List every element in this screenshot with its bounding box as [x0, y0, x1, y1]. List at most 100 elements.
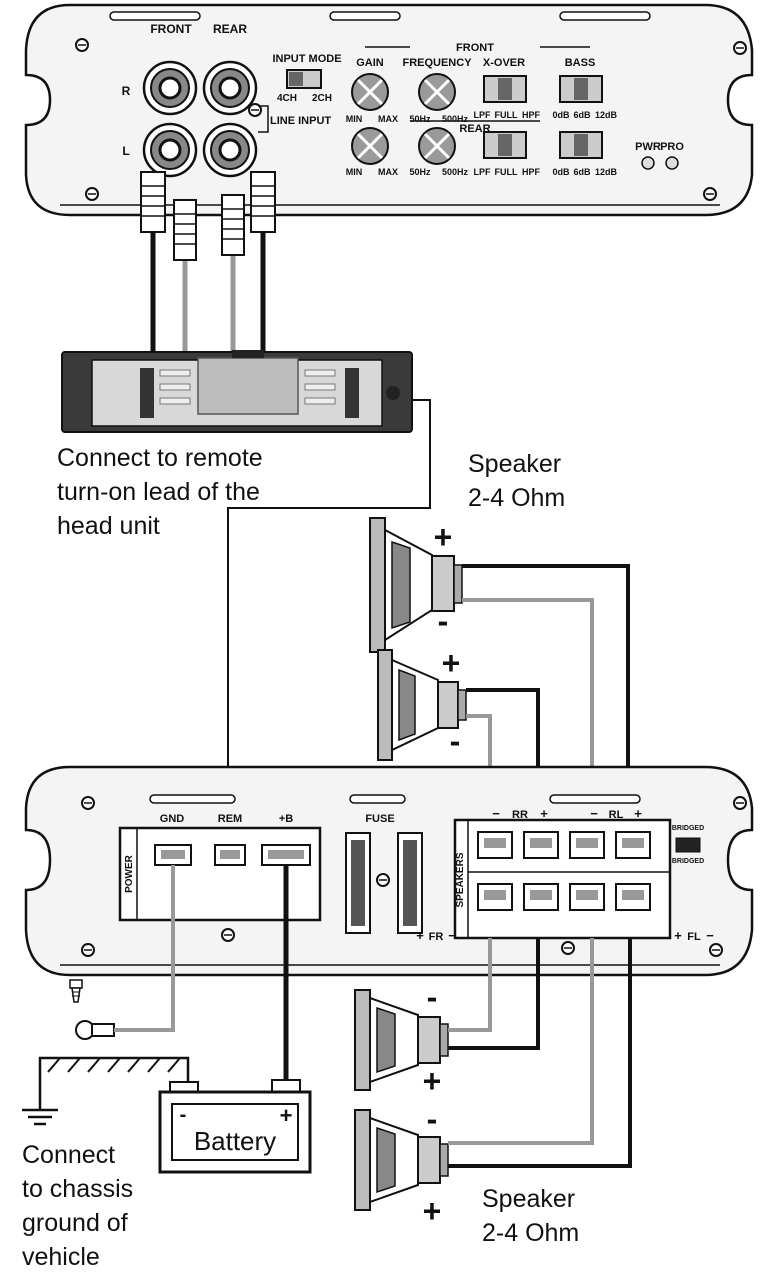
chassis-screw-icon	[69, 979, 83, 1003]
head-unit	[61, 350, 413, 433]
fr-plus-sign: +	[416, 928, 424, 943]
power-terminal-block	[118, 826, 322, 922]
gain-knob-front	[351, 73, 389, 111]
battery-minus-sign: -	[180, 1104, 187, 1126]
terminal-rl-minus	[569, 831, 605, 859]
pro-label: PRO	[660, 141, 684, 153]
bridged-label-bottom: BRIDGED	[672, 858, 704, 865]
rl-label: RL	[609, 809, 624, 821]
mode-2ch-label: 2CH	[312, 93, 332, 104]
l-channel-label: L	[122, 144, 129, 158]
chassis-ground-wire	[38, 1056, 190, 1110]
gain-min-label: MIN	[346, 114, 363, 124]
screw-icon	[75, 38, 89, 52]
screw-icon	[85, 187, 99, 201]
b-plus-label: +B	[279, 813, 293, 825]
terminal-fr-minus	[523, 883, 559, 911]
full-label: FULL	[495, 167, 518, 177]
freq-500hz-label: 500Hz	[442, 167, 469, 177]
chassis-caption-line1: Connect	[22, 1141, 115, 1169]
gnd-label: GND	[160, 813, 185, 825]
fr-negative-wire	[448, 938, 492, 1032]
speaker-fl-plus: +	[423, 1193, 442, 1229]
battery-plus-sign: +	[280, 1103, 293, 1128]
chassis-caption-line4: vehicle	[22, 1243, 100, 1271]
lpf-label: LPF	[474, 110, 492, 120]
speaker-fr	[354, 989, 449, 1091]
speaker-rl-minus: -	[438, 603, 449, 639]
bass-label: BASS	[565, 57, 596, 69]
bridged-label-top: BRIDGED	[672, 825, 704, 832]
fr-minus-sign: −	[448, 928, 456, 943]
xover-switch-rear	[483, 131, 527, 159]
frequency-label: FREQUENCY	[402, 57, 472, 69]
fuse-label: FUSE	[365, 813, 394, 825]
rca-plug-icon	[140, 171, 166, 233]
freq-50hz-label: 50Hz	[409, 114, 431, 124]
rca-jack-rear-l	[202, 122, 258, 178]
screw-icon	[221, 928, 235, 942]
fl-minus-sign: −	[706, 928, 714, 943]
rca-plug-icon	[221, 194, 245, 256]
rear-input-label: REAR	[213, 22, 247, 36]
rl-negative-wire	[462, 598, 594, 820]
speaker-fr-minus: -	[427, 979, 438, 1015]
battery-label: Battery	[194, 1126, 276, 1156]
rca-jack-front-l	[142, 122, 198, 178]
screw-icon	[81, 943, 95, 957]
gain-label: GAIN	[356, 57, 384, 69]
front-section-label: FRONT	[456, 42, 494, 54]
speaker-fl-minus: -	[427, 1101, 438, 1137]
ground-wire	[114, 865, 175, 1032]
fuse-left	[345, 832, 371, 934]
db12-label: 12dB	[595, 167, 618, 177]
rem-label: REM	[218, 813, 242, 825]
head-unit-display	[197, 357, 299, 415]
rear-section-label: REAR	[459, 123, 490, 135]
speakers-label: SPEAKERS	[455, 852, 466, 907]
screw-icon	[561, 941, 575, 955]
rr-plus-sign: +	[540, 806, 548, 821]
input-mode-label: INPUT MODE	[272, 53, 341, 65]
rca-cables	[140, 171, 276, 352]
chassis-caption-line3: ground of	[22, 1209, 128, 1237]
fuse-right	[397, 832, 423, 934]
bass-switch-front	[559, 75, 603, 103]
rem-terminal	[214, 844, 246, 866]
speaker-rl	[369, 517, 463, 653]
hpf-label: HPF	[522, 167, 541, 177]
fr-label: FR	[429, 931, 444, 943]
screw-icon	[376, 873, 390, 887]
ground-hatch-icon	[47, 1057, 181, 1073]
freq-50hz-label: 50Hz	[409, 167, 431, 177]
speaker-top-label-line2: 2-4 Ohm	[468, 484, 565, 512]
terminal-fl-plus	[615, 883, 651, 911]
head-unit-caption-line3: head unit	[57, 512, 160, 540]
terminal-rr-minus	[477, 831, 513, 859]
rca-jack-rear-r	[202, 60, 258, 116]
pro-led-icon	[665, 156, 679, 170]
db0-label: 0dB	[552, 110, 570, 120]
ground-symbol-icon	[22, 1108, 58, 1126]
bass-switch-rear	[559, 131, 603, 159]
terminal-fr-plus	[477, 883, 513, 911]
battery	[158, 1079, 312, 1174]
line-input-label: LINE INPUT	[270, 115, 331, 127]
speaker-bottom-label-line1: Speaker	[482, 1185, 575, 1213]
screw-icon	[703, 187, 717, 201]
screw-icon	[248, 103, 262, 117]
fl-negative-wire	[448, 938, 594, 1145]
r-channel-label: R	[122, 84, 131, 98]
gnd-terminal	[154, 844, 192, 866]
fl-label: FL	[687, 931, 701, 943]
rl-minus-sign: −	[590, 806, 598, 821]
rca-plug-icon	[250, 171, 276, 233]
rl-positive-wire	[462, 564, 630, 820]
gain-min-label: MIN	[346, 167, 363, 177]
gain-max-label: MAX	[378, 167, 398, 177]
bridged-indicator-icon	[675, 837, 701, 853]
frequency-knob-front	[418, 73, 456, 111]
screw-icon	[81, 796, 95, 810]
fl-plus-sign: +	[674, 928, 682, 943]
